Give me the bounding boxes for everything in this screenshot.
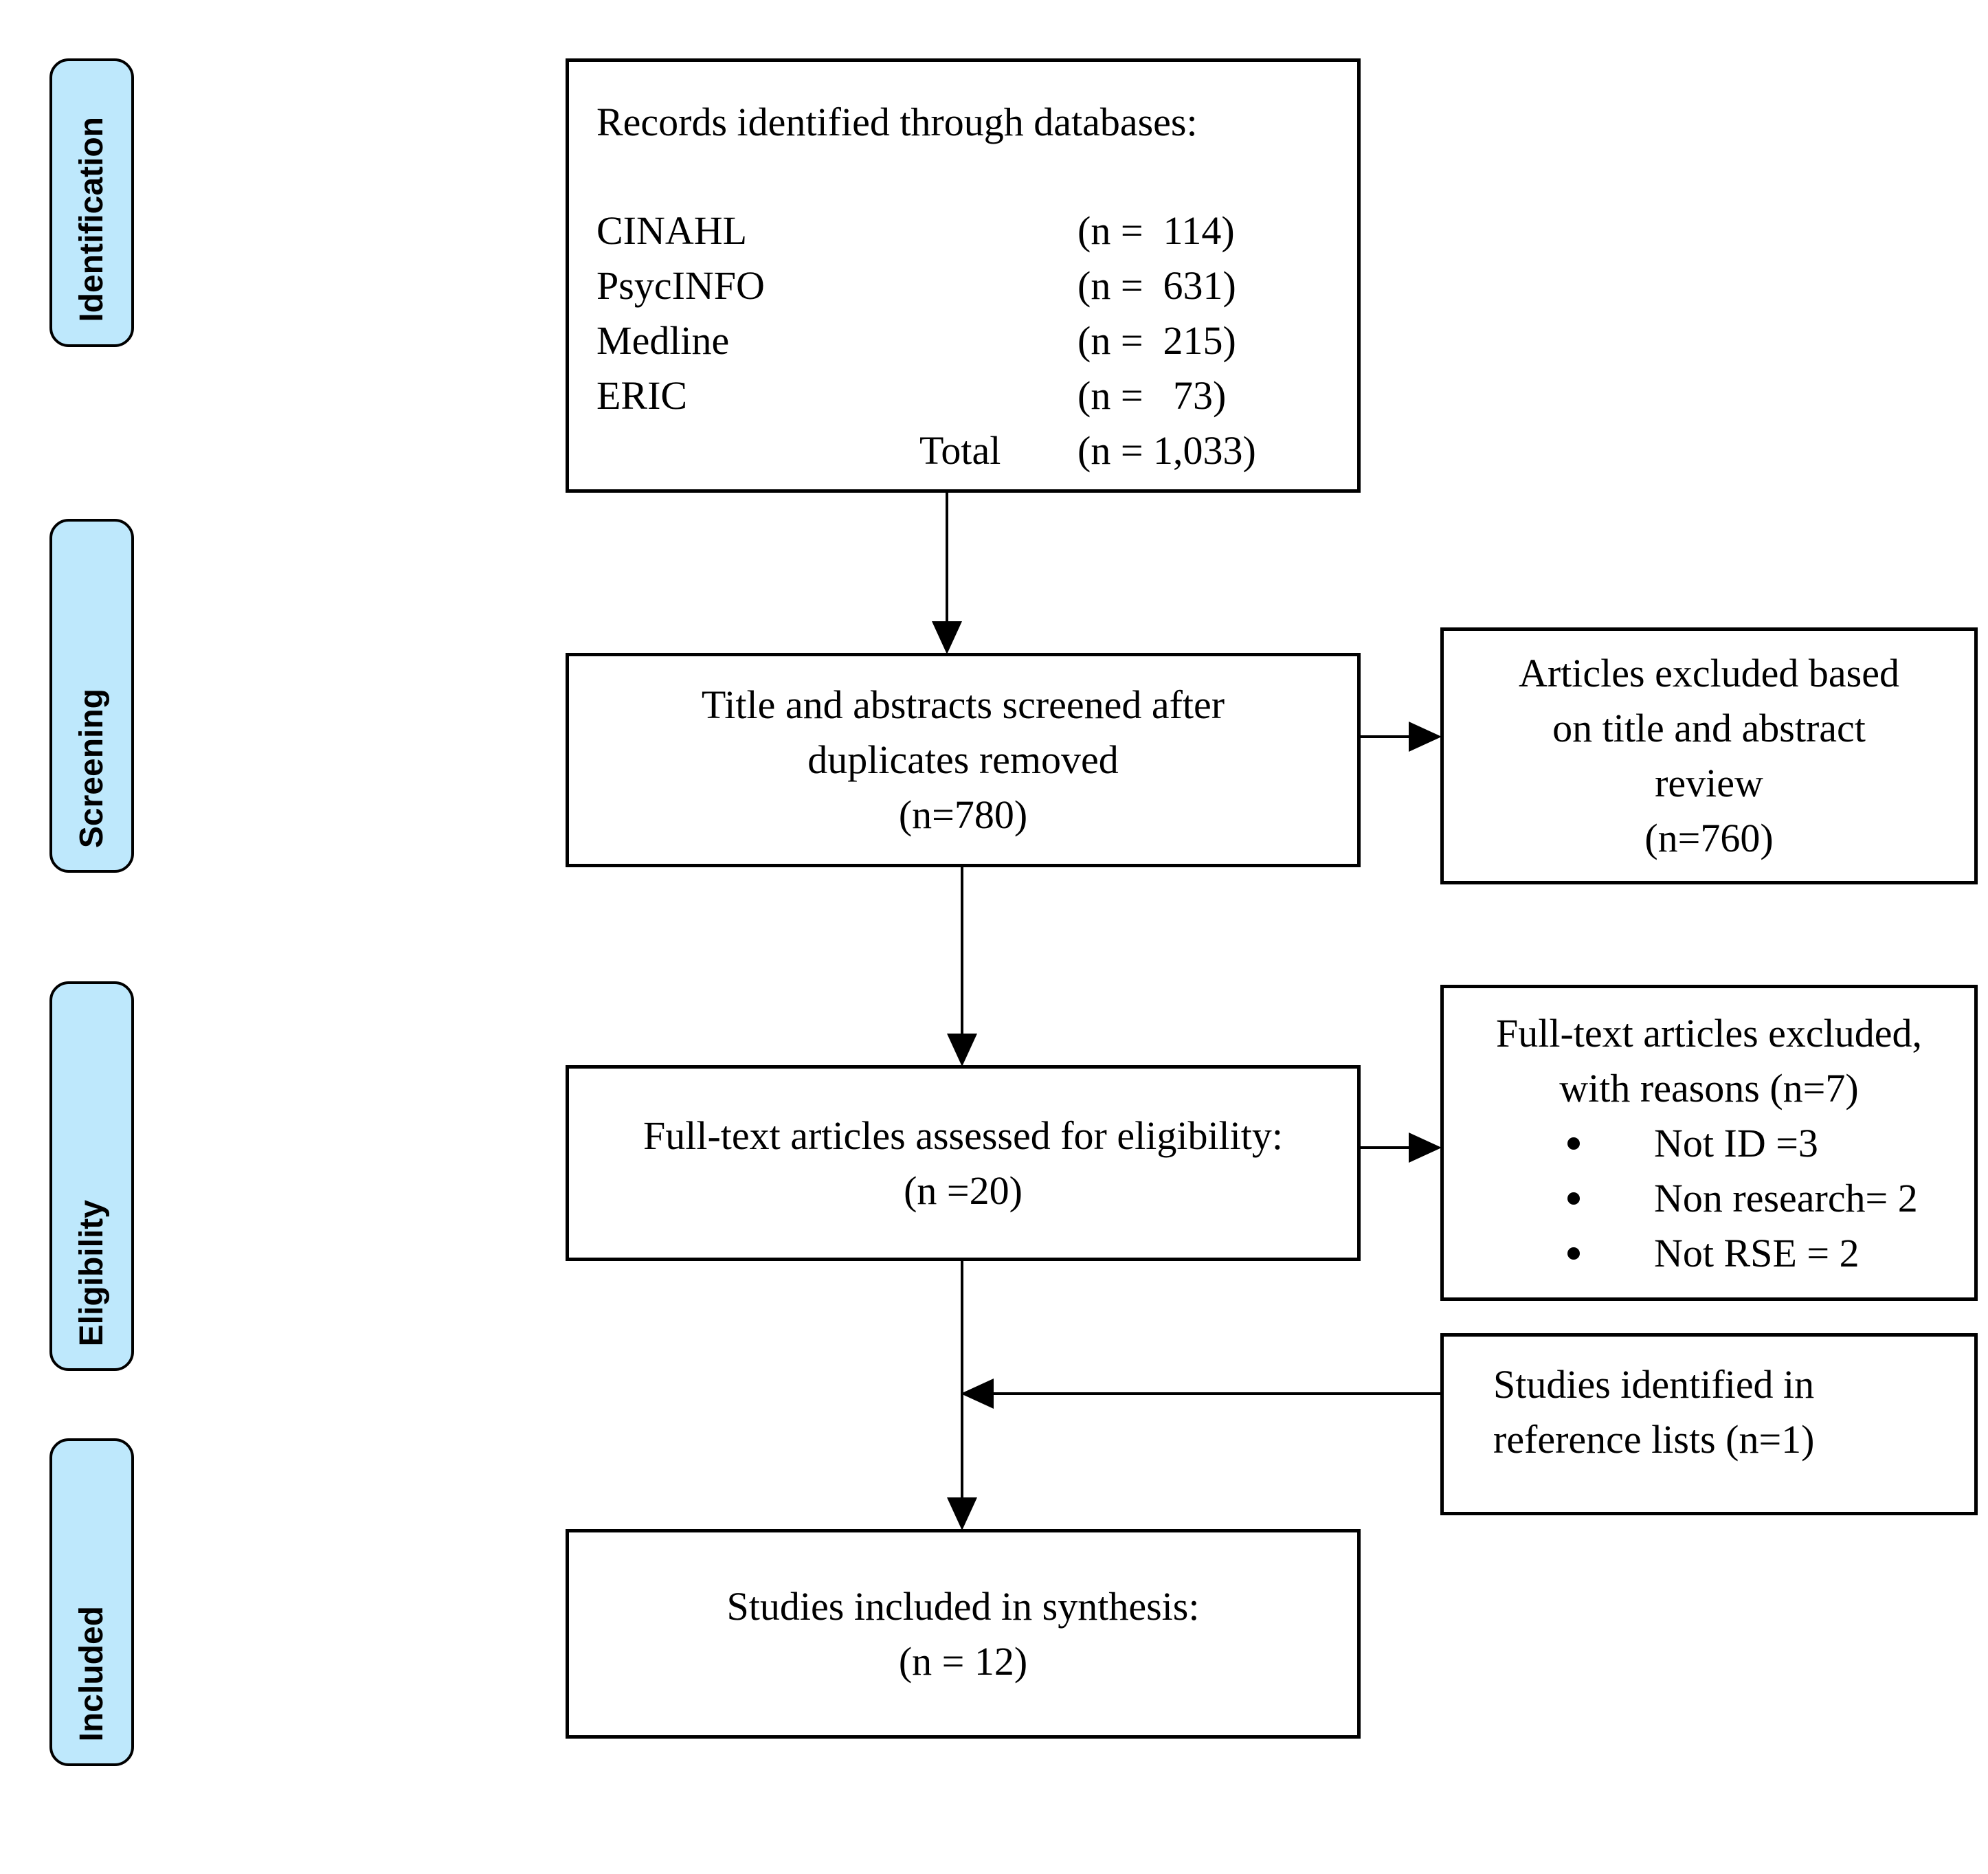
included-count: (n = 12) [898, 1638, 1028, 1684]
sidebar-stage-included: Included [49, 1438, 134, 1766]
total-label: Total [919, 428, 1001, 473]
database-count: (n = 215) [1077, 318, 1236, 363]
reference-line: reference lists (n=1) [1493, 1417, 1815, 1462]
screened-box: Title and abstracts screened after dupli… [566, 653, 1361, 867]
included-line: Studies included in synthesis: [726, 1583, 1200, 1629]
fulltext-count: (n =20) [904, 1168, 1023, 1213]
sidebar-stage-identification: Identification [49, 58, 134, 347]
connector-screened-to-fulltext [961, 867, 963, 1038]
database-label: Medline [596, 318, 730, 363]
database-count: (n = 73) [1077, 373, 1227, 418]
excluded-fulltext-title: Full-text articles excluded, [1495, 1011, 1923, 1056]
records-row-psycinfo: PsycINFO (n = 631) [596, 258, 1330, 313]
arrowhead-right-icon [1409, 722, 1442, 752]
exclusion-reason-item: Not ID =3 [1444, 1116, 1974, 1171]
records-row-eric: ERIC (n = 73) [596, 368, 1330, 423]
included-synthesis-box: Studies included in synthesis: (n = 12) [566, 1529, 1361, 1739]
database-label: PsycINFO [596, 263, 765, 308]
excluded-title-abstract-box: Articles excluded based on title and abs… [1440, 627, 1978, 884]
arrowhead-down-icon [947, 1034, 977, 1067]
database-label: CINAHL [596, 208, 748, 253]
arrowhead-left-icon [961, 1379, 994, 1409]
stage-label-included: Included [73, 1605, 110, 1741]
records-row-medline: Medline (n = 215) [596, 313, 1330, 368]
bullet-icon [1567, 1247, 1580, 1260]
arrowhead-down-icon [947, 1497, 977, 1530]
fulltext-line: Full-text articles assessed for eligibil… [643, 1113, 1284, 1158]
screened-line: Title and abstracts screened after [701, 682, 1225, 727]
excluded-fulltext-title: with reasons (n=7) [1559, 1066, 1859, 1111]
records-row-total: Total (n = 1,033) [596, 423, 1330, 478]
stage-label-eligibility: Eligibility [73, 1199, 110, 1346]
database-count: (n = 114) [1077, 208, 1235, 253]
connector-fulltext-to-included [961, 1261, 963, 1500]
screened-count: (n=780) [898, 792, 1028, 837]
arrowhead-down-icon [932, 621, 962, 654]
fulltext-assessed-box: Full-text articles assessed for eligibil… [566, 1065, 1361, 1261]
exclusion-reason-item: Non research= 2 [1444, 1171, 1974, 1226]
sidebar-stage-eligibility: Eligibility [49, 981, 134, 1371]
database-label: ERIC [596, 373, 688, 418]
connector-fulltext-to-excluded [1361, 1146, 1412, 1149]
connector-records-to-screened [946, 493, 948, 625]
excluded-line: on title and abstract [1552, 706, 1866, 750]
exclusion-reason: Not RSE = 2 [1654, 1231, 1859, 1275]
bullet-icon [1567, 1192, 1580, 1205]
arrowhead-right-icon [1409, 1133, 1442, 1163]
records-identified-box: Records identified through databases: CI… [566, 58, 1361, 493]
excluded-fulltext-box: Full-text articles excluded, with reason… [1440, 985, 1978, 1301]
stage-label-screening: Screening [73, 688, 110, 848]
screened-line: duplicates removed [807, 737, 1119, 782]
exclusion-reason: Not ID =3 [1654, 1121, 1818, 1165]
excluded-count: (n=760) [1644, 816, 1774, 860]
reference-lists-box: Studies identified in reference lists (n… [1440, 1333, 1978, 1515]
bullet-icon [1567, 1137, 1580, 1150]
exclusion-reason-item: Not RSE = 2 [1444, 1226, 1974, 1281]
excluded-line: review [1655, 761, 1763, 805]
excluded-line: Articles excluded based [1518, 651, 1899, 695]
exclusion-reason: Non research= 2 [1654, 1176, 1918, 1220]
connector-reference-to-main [991, 1392, 1440, 1395]
reference-line: Studies identified in [1493, 1362, 1815, 1407]
sidebar-stage-screening: Screening [49, 519, 134, 873]
stage-label-identification: Identification [73, 117, 110, 322]
database-count: (n = 631) [1077, 263, 1236, 308]
records-title: Records identified through databases: [596, 100, 1198, 144]
connector-screened-to-excluded [1361, 735, 1412, 738]
records-row-cinahl: CINAHL (n = 114) [596, 203, 1330, 258]
total-count: (n = 1,033) [1077, 428, 1256, 473]
